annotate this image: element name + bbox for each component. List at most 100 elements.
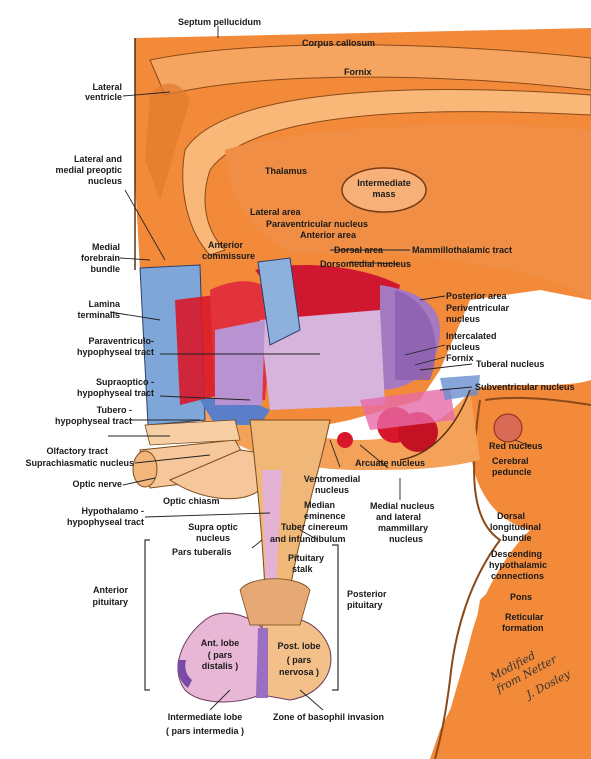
label-medial-mammillary-4: nucleus xyxy=(389,534,424,544)
intermediate-lobe xyxy=(256,628,268,698)
label-medial-forebrain-2: forebrain xyxy=(80,253,120,263)
pars-tuberalis-shape xyxy=(239,578,311,626)
label-pons: Pons xyxy=(510,592,533,602)
outline-lower xyxy=(399,389,471,461)
label-subventricular-nucleus: Subventricular nucleus xyxy=(475,382,575,392)
purple-edge xyxy=(177,660,192,688)
purple-left-block xyxy=(215,320,265,405)
label-suprachiasmatic: Suprachiasmatic nucleus xyxy=(25,458,134,468)
label-cerebral-peduncle-2: peduncle xyxy=(492,467,532,477)
label-anterior-commissure-1: Anterior xyxy=(208,240,244,250)
label-supra-optic-nucleus-1: Supra optic xyxy=(188,522,238,532)
label-hypothalamo-tract-2: hypophyseal tract xyxy=(66,517,144,527)
red-nucleus-circle xyxy=(493,413,523,443)
label-medial-forebrain-1: Medial xyxy=(91,242,120,252)
label-dorsal-area: Dorsal area xyxy=(334,245,384,255)
label-lateral-area: Lateral area xyxy=(250,207,301,217)
label-arcuate-nucleus: Arcuate nucleus xyxy=(355,458,426,468)
label-intercalated-2: nucleus xyxy=(446,342,481,352)
label-intercalated-1: Intercalated xyxy=(446,331,497,341)
fornix-arc xyxy=(182,89,591,256)
label-tubero-tract-2: hypophyseal tract xyxy=(54,416,132,426)
label-medial-forebrain-3: bundle xyxy=(90,264,121,274)
leader-lines xyxy=(108,26,531,711)
label-tubero-tract-1: Tubero - xyxy=(96,405,132,415)
label-ant-lobe-3: distalis ) xyxy=(201,661,239,671)
cerebral-peduncle-curve xyxy=(484,396,591,406)
label-hypothalamo-tract-1: Hypothalamo - xyxy=(81,506,144,516)
label-ventromedial-2: nucleus xyxy=(314,485,349,495)
label-median-eminence-1: Median xyxy=(304,500,336,510)
label-post-lobe-2: ( pars xyxy=(286,655,312,665)
label-periventricular-1: Periventricular xyxy=(446,303,510,313)
label-fornix-lower: Fornix xyxy=(446,353,474,363)
label-median-eminence-2: eminence xyxy=(304,511,346,521)
label-anterior-area: Anterior area xyxy=(300,230,357,240)
brainstem xyxy=(440,380,591,759)
label-tuber-cinereum-1: Tuber cinereum xyxy=(281,522,348,532)
label-intermediate-mass-2: mass xyxy=(372,189,396,199)
label-dorsal-longitudinal-1: Dorsal xyxy=(497,511,526,521)
brainstem-outline xyxy=(434,399,502,759)
label-olfactory-tract: Olfactory tract xyxy=(46,446,108,456)
tuberal-pink xyxy=(360,388,455,430)
label-mammillothalamic-tract: Mammillothalamic tract xyxy=(412,245,513,255)
label-paraventricular-nucleus: Paraventricular nucleus xyxy=(266,219,369,229)
label-descending-2: hypothalamic xyxy=(489,560,548,570)
thalamus-region xyxy=(225,125,591,301)
label-periventricular-2: nucleus xyxy=(446,314,481,324)
label-reticular-formation-2: formation xyxy=(502,623,544,633)
label-post-lobe-3: nervosa ) xyxy=(278,667,320,677)
label-lateral-ventricle-1: Lateral xyxy=(92,82,122,92)
label-corpus-callosum: Corpus callosum xyxy=(302,38,376,48)
label-paraventriculo-tract-2: hypophyseal tract xyxy=(76,347,154,357)
label-paraventriculo-tract-1: Paraventriculo- xyxy=(88,336,154,346)
group-bracket-left xyxy=(144,539,150,691)
label-descending-3: connections xyxy=(491,571,545,581)
label-supraoptico-tract-1: Supraoptico - xyxy=(96,377,154,387)
label-medial-mammillary-3: mammillary xyxy=(378,523,429,533)
label-pituitary-stalk-1: Pituitary xyxy=(288,553,325,563)
label-cerebral-peduncle-1: Cerebral xyxy=(492,456,529,466)
label-ant-lobe-1: Ant. lobe xyxy=(200,638,240,648)
label-lat-med-preoptic-3: nucleus xyxy=(87,176,122,186)
stalk-pink xyxy=(262,470,282,590)
label-pars-tuberalis: Pars tuberalis xyxy=(172,547,232,557)
label-lat-med-preoptic-1: Lateral and xyxy=(73,154,122,164)
label-anterior-pituitary-2: pituitary xyxy=(92,597,128,607)
label-supra-optic-nucleus-2: nucleus xyxy=(195,533,230,543)
label-red-nucleus: Red nucleus xyxy=(489,441,543,451)
label-ant-lobe-2: ( pars xyxy=(207,650,233,660)
label-dorsomedial-nucleus: Dorsomedial nucleus xyxy=(320,259,412,269)
optic-nerve-end xyxy=(132,450,158,488)
label-posterior-area: Posterior area xyxy=(446,291,507,301)
label-posterior-pituitary-2: pituitary xyxy=(347,600,383,610)
label-anterior-commissure-2: commissure xyxy=(202,251,256,261)
ventromedial-lilac xyxy=(260,310,385,410)
label-anterior-pituitary-1: Anterior xyxy=(92,585,128,595)
label-optic-chiasm: Optic chiasm xyxy=(163,496,220,506)
preoptic-red xyxy=(175,295,220,405)
label-reticular-formation-1: Reticular xyxy=(505,612,544,622)
label-descending-1: Descending xyxy=(491,549,543,559)
intermediate-mass xyxy=(341,167,427,213)
label-thalamus: Thalamus xyxy=(265,166,308,176)
label-zone-basophil: Zone of basophil invasion xyxy=(273,712,385,722)
label-lateral-ventricle-2: ventricle xyxy=(84,92,122,102)
label-posterior-pituitary-1: Posterior xyxy=(347,589,387,599)
arcuate-red xyxy=(337,432,353,448)
label-tuber-cinereum-2: and infundibulum xyxy=(270,534,346,544)
olfactory-tract-shape xyxy=(144,419,241,446)
label-lamina-terminalis-1: Lamina xyxy=(88,299,120,309)
label-medial-mammillary-2: and lateral xyxy=(376,512,422,522)
subventricular-blue xyxy=(440,375,480,400)
label-tuberal-nucleus: Tuberal nucleus xyxy=(476,359,545,369)
corpus-callosum xyxy=(149,44,591,96)
group-bracket-right xyxy=(332,544,339,691)
label-dorsal-longitudinal-3: bundle xyxy=(502,533,532,543)
posterior-area-purple xyxy=(395,290,436,380)
lateral-ventricle xyxy=(145,83,190,200)
label-septum-pellucidum: Septum pellucidum xyxy=(178,17,262,27)
